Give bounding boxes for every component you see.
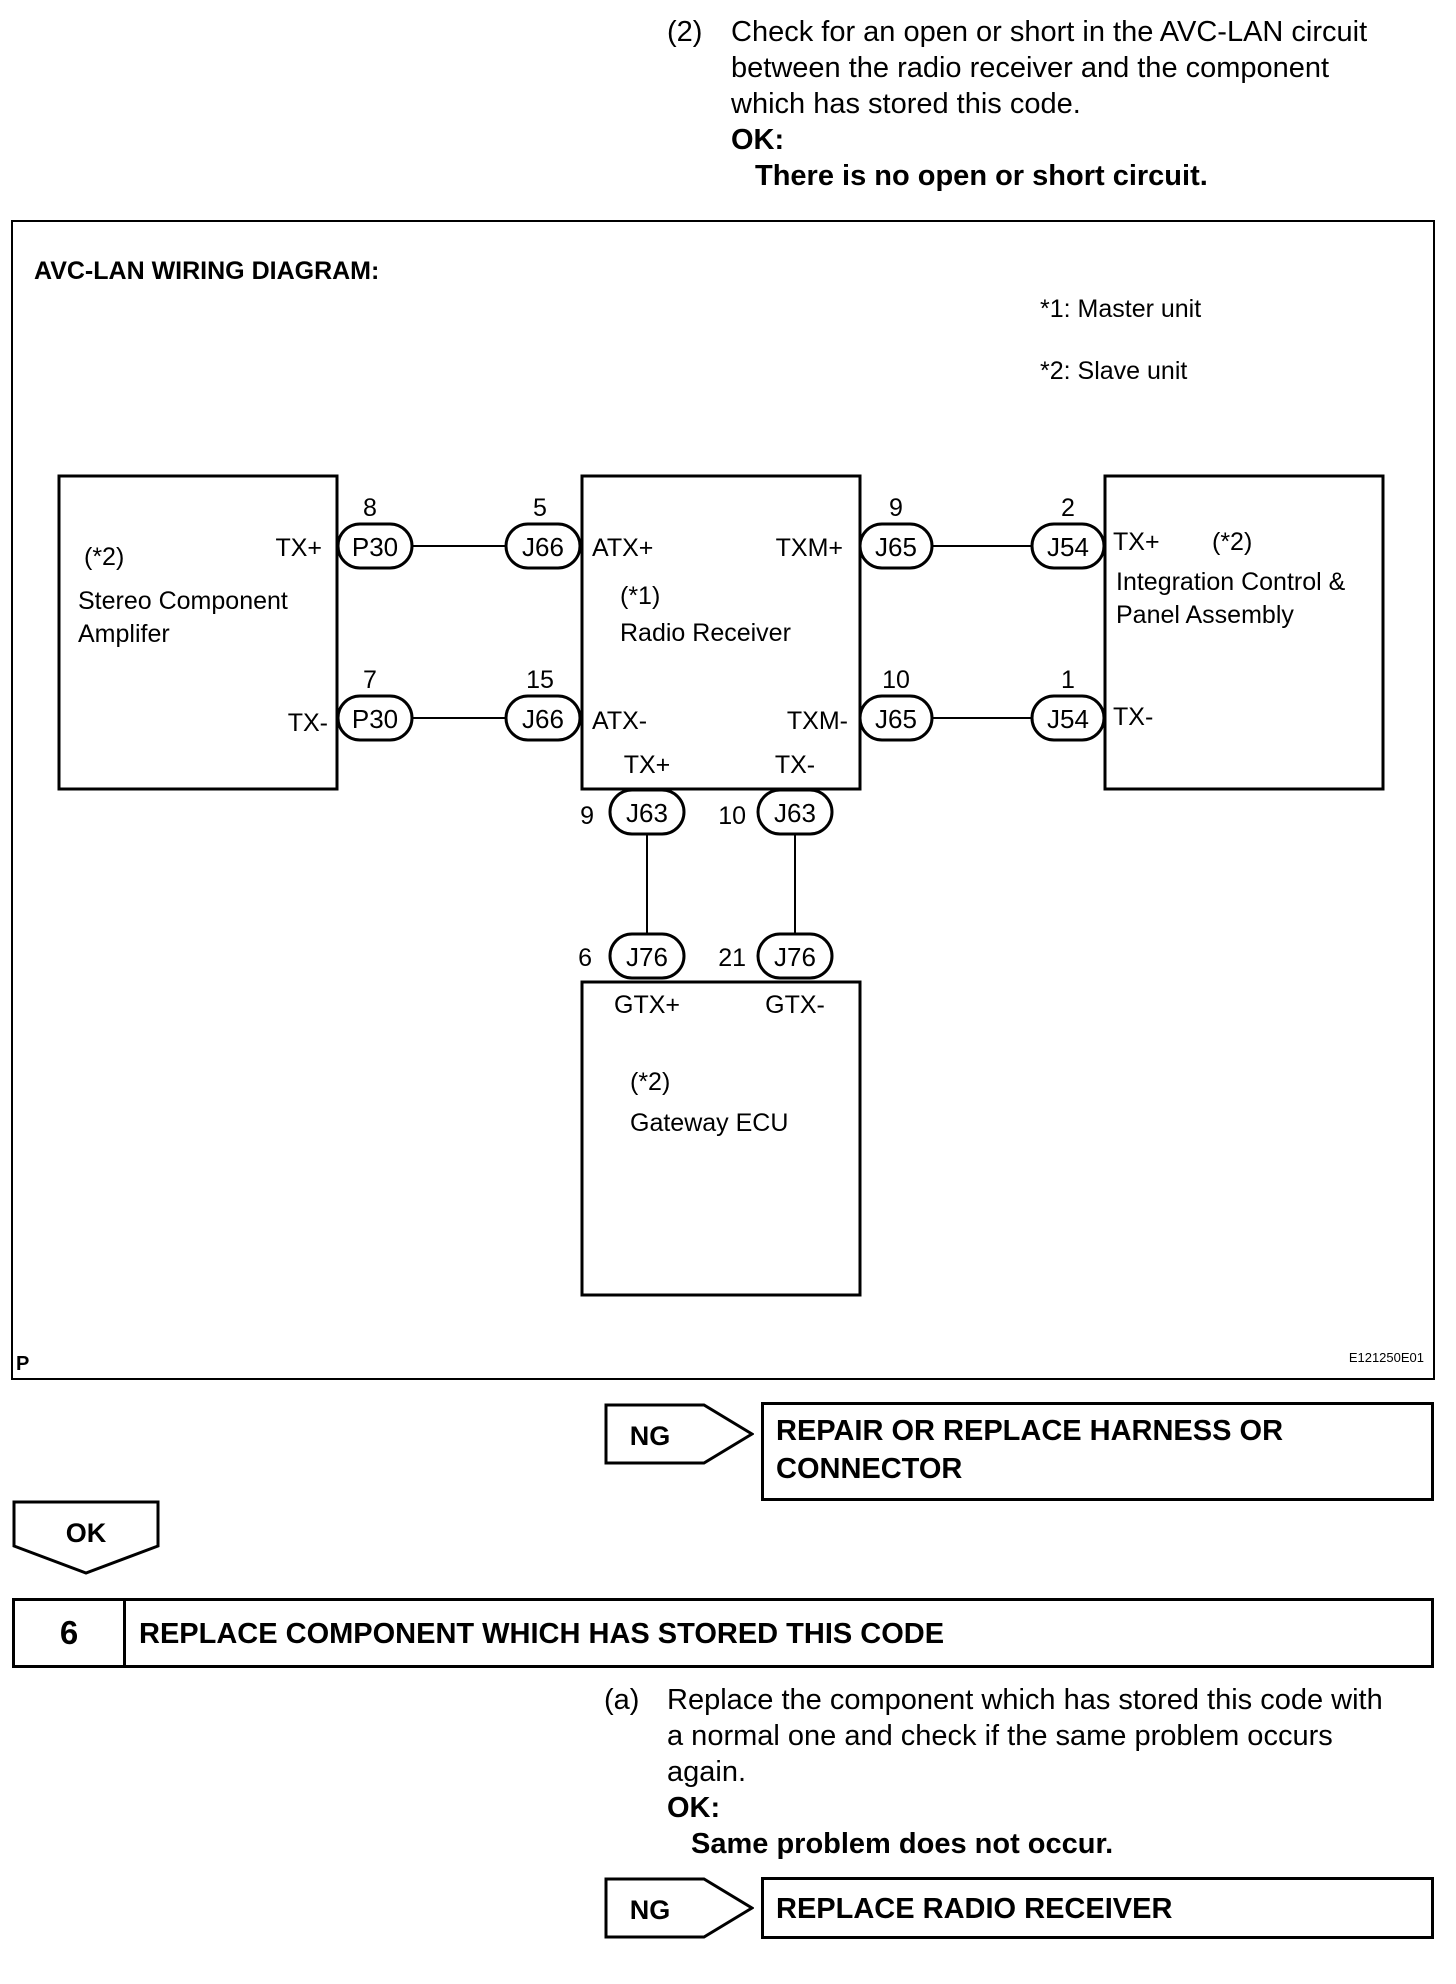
connector-j65-bot-label: J65: [875, 704, 917, 734]
radio-pin-tx-plus: TX+: [624, 751, 671, 779]
connector-j66-top-pin: 5: [533, 494, 547, 522]
amp-name-line1: Stereo Component: [78, 587, 288, 615]
integration-pin-plus: TX+: [1113, 528, 1160, 556]
connector-j63-left-label: J63: [626, 798, 668, 828]
ng-arrow-2: NG: [604, 1877, 754, 1939]
connector-j66-bot-pin: 15: [526, 666, 554, 694]
integration-name-line2: Panel Assembly: [1116, 601, 1294, 629]
ng-arrow-1-label: NG: [630, 1421, 671, 1451]
ng1-action-line2: CONNECTOR: [776, 1453, 963, 1485]
connector-j54-top-pin: 2: [1061, 494, 1075, 522]
avc-lan-wiring-diagram: AVC-LAN WIRING DIAGRAM: *1: Master unit …: [11, 220, 1435, 1380]
connector-j63-right: [756, 788, 834, 836]
connector-j65-bot: [858, 694, 934, 742]
connector-j76-right-pin: 21: [718, 944, 746, 972]
connector-p30-top-pin: 8: [363, 494, 377, 522]
step6-title: REPLACE COMPONENT WHICH HAS STORED THIS …: [139, 1618, 945, 1650]
note-master-unit: *1: Master unit: [1040, 295, 1201, 323]
integration-pin-minus: TX-: [1113, 703, 1153, 731]
connector-j54-bot: [1030, 694, 1106, 742]
connector-j66-top: [504, 522, 582, 570]
amp-pin-plus: TX+: [275, 534, 322, 562]
radio-pin-txm-plus: TXM+: [776, 534, 843, 562]
stepa-line-3: again.: [667, 1756, 747, 1788]
step2-ok-result: There is no open or short circuit.: [755, 160, 1208, 192]
ok-down-arrow: OK: [12, 1500, 160, 1575]
connector-j63-right-label: J63: [774, 798, 816, 828]
step2-marker: (2): [667, 16, 703, 48]
ng-arrow-1: NG: [604, 1403, 754, 1465]
step2-ok-label: OK:: [731, 124, 785, 156]
stepa-line-2: a normal one and check if the same probl…: [667, 1720, 1333, 1752]
connector-p30-bot: [336, 694, 414, 742]
connector-j76-left-label: J76: [626, 942, 668, 972]
amp-pin-minus: TX-: [288, 709, 328, 737]
corner-label-code: E121250E01: [1349, 1350, 1424, 1365]
stereo-amplifier-box: [57, 474, 339, 791]
diagram-title: AVC-LAN WIRING DIAGRAM:: [34, 257, 379, 285]
connector-j76-right: [756, 932, 834, 980]
gateway-pin-minus: GTX-: [765, 991, 825, 1019]
connector-j54-top-label: J54: [1047, 532, 1089, 562]
radio-pin-tx-minus: TX-: [775, 751, 815, 779]
connector-p30-bot-label: P30: [352, 704, 398, 734]
ng2-action: REPLACE RADIO RECEIVER: [776, 1893, 1173, 1925]
connector-j65-top: [858, 522, 934, 570]
diagram-frame: [11, 220, 1435, 1380]
stepa-line-1: Replace the component which has stored t…: [667, 1684, 1383, 1716]
connector-j54-bot-label: J54: [1047, 704, 1089, 734]
step2-line-2: between the radio receiver and the compo…: [731, 52, 1330, 84]
step6-header: 6 REPLACE COMPONENT WHICH HAS STORED THI…: [12, 1598, 1434, 1668]
stepa-ok-result: Same problem does not occur.: [691, 1828, 1114, 1860]
radio-receiver-box: [580, 474, 862, 791]
gateway-pin-plus: GTX+: [614, 991, 680, 1019]
connector-j54-bot-pin: 1: [1061, 666, 1075, 694]
step2-line-1: Check for an open or short in the AVC-LA…: [731, 16, 1368, 48]
connector-j54-top: [1030, 522, 1106, 570]
connector-j65-top-pin: 9: [889, 494, 903, 522]
radio-name: Radio Receiver: [620, 619, 791, 647]
connector-p30-top-label: P30: [352, 532, 398, 562]
connector-j76-right-label: J76: [774, 942, 816, 972]
radio-pin-txm-minus: TXM-: [787, 707, 848, 735]
note-slave-unit: *2: Slave unit: [1040, 357, 1187, 385]
connector-j65-bot-pin: 10: [882, 666, 910, 694]
step2-line-3: which has stored this code.: [731, 88, 1081, 120]
connector-j76-left-pin: 6: [578, 944, 592, 972]
connector-j63-right-pin: 10: [718, 802, 746, 830]
ng-arrow-2-label: NG: [630, 1895, 671, 1925]
connector-j66-top-label: J66: [522, 532, 564, 562]
connector-p30-top: [336, 522, 414, 570]
corner-label-p: P: [16, 1353, 29, 1375]
ng1-action-line1: REPAIR OR REPLACE HARNESS OR: [776, 1415, 1284, 1447]
stepa-ok-label: OK:: [667, 1792, 721, 1824]
connector-j63-left-pin: 9: [580, 802, 594, 830]
step6-number-cell: [15, 1601, 126, 1665]
connector-p30-bot-pin: 7: [363, 666, 377, 694]
gateway-ecu-box: [580, 980, 862, 1297]
integration-name-line1: Integration Control &: [1116, 568, 1346, 596]
radio-pin-atx-plus: ATX+: [592, 534, 653, 562]
radio-pin-atx-minus: ATX-: [592, 707, 647, 735]
connector-j63-left: [608, 788, 686, 836]
radio-tag: (*1): [620, 582, 660, 610]
gateway-tag: (*2): [630, 1068, 670, 1096]
connector-j65-top-label: J65: [875, 532, 917, 562]
amp-name-line2: Amplifer: [78, 620, 170, 648]
gateway-name: Gateway ECU: [630, 1109, 788, 1137]
amp-tag: (*2): [84, 543, 124, 571]
integration-tag: (*2): [1212, 528, 1252, 556]
ng1-action-box: REPAIR OR REPLACE HARNESS OR CONNECTOR: [761, 1402, 1434, 1501]
connector-j76-left: [608, 932, 686, 980]
stepa-marker: (a): [604, 1684, 640, 1716]
ng2-action-box: REPLACE RADIO RECEIVER: [761, 1877, 1434, 1939]
connector-j66-bot-label: J66: [522, 704, 564, 734]
integration-panel-box: [1103, 474, 1385, 791]
ok-down-arrow-label: OK: [66, 1518, 107, 1548]
connector-j66-bot: [504, 694, 582, 742]
step6-number: 6: [59, 1614, 79, 1651]
